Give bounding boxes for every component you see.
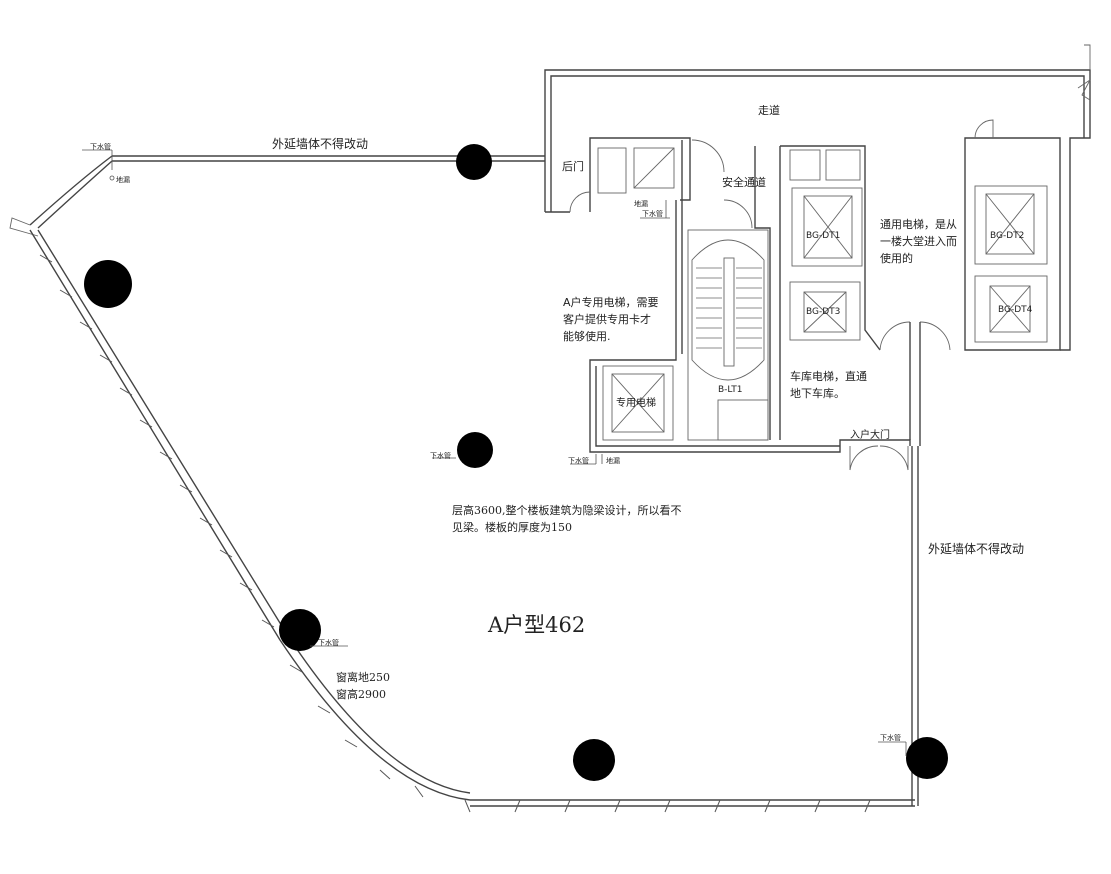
general-lift-note: 通用电梯，是从 一楼大堂进入而 使用的 — [880, 218, 961, 265]
floor-drain-label: 地漏 — [606, 456, 620, 465]
lift-bg-dt1-label: BG-DT1 — [806, 231, 840, 241]
window-note: 窗离地250 窗高2900 — [336, 670, 394, 701]
drain-pipe-label: 下水管 — [318, 638, 339, 647]
private-elevator-label: 专用电梯 — [616, 396, 656, 409]
stair-label: B-LT1 — [718, 385, 742, 395]
unit-title: A户型462 — [487, 613, 585, 637]
column — [84, 260, 132, 308]
pipe-markers — [82, 149, 907, 756]
structural-columns — [84, 144, 948, 781]
exterior-walls — [9, 155, 919, 807]
exterior-wall-right-label: 外延墙体不得改动 — [928, 541, 1024, 556]
column — [573, 739, 615, 781]
lift-bg-dt2-label: BG-DT2 — [990, 231, 1024, 241]
column — [456, 144, 492, 180]
exterior-wall-top-label: 外延墙体不得改动 — [272, 136, 368, 151]
corridor-label: 走道 — [758, 103, 780, 117]
floor-drain-label: 地漏 — [634, 199, 648, 208]
lift-bg-dt4-label: BG-DT4 — [998, 305, 1033, 315]
floor-drain-label: 地漏 — [116, 175, 130, 184]
lift-bg-dt3-label: BG-DT3 — [806, 307, 840, 317]
drain-pipe-label: 下水管 — [880, 733, 901, 742]
floor-height-note: 层高3600,整个楼板建筑为隐梁设计，所以看不 见梁。楼板的厚度为150 — [452, 503, 685, 534]
window-mullions — [39, 254, 871, 813]
private-elevator-note: A户专用电梯，需要 客户提供专用卡才 能够使用. — [563, 295, 662, 343]
core-walls — [544, 44, 1091, 471]
drain-pipe-label: 下水管 — [642, 209, 663, 218]
column — [906, 737, 948, 779]
safe-passage-label: 安全通道 — [722, 175, 766, 189]
drain-pipe-label: 下水管 — [430, 451, 451, 460]
column — [279, 609, 321, 651]
garage-lift-note: 车库电梯，直通 地下车库。 — [790, 369, 871, 400]
entrance-door-label: 入户大门 — [850, 428, 890, 441]
back-door-label: 后门 — [562, 159, 584, 173]
column — [457, 432, 493, 468]
drain-pipe-label: 下水管 — [90, 142, 111, 151]
drain-pipe-label: 下水管 — [568, 456, 589, 465]
